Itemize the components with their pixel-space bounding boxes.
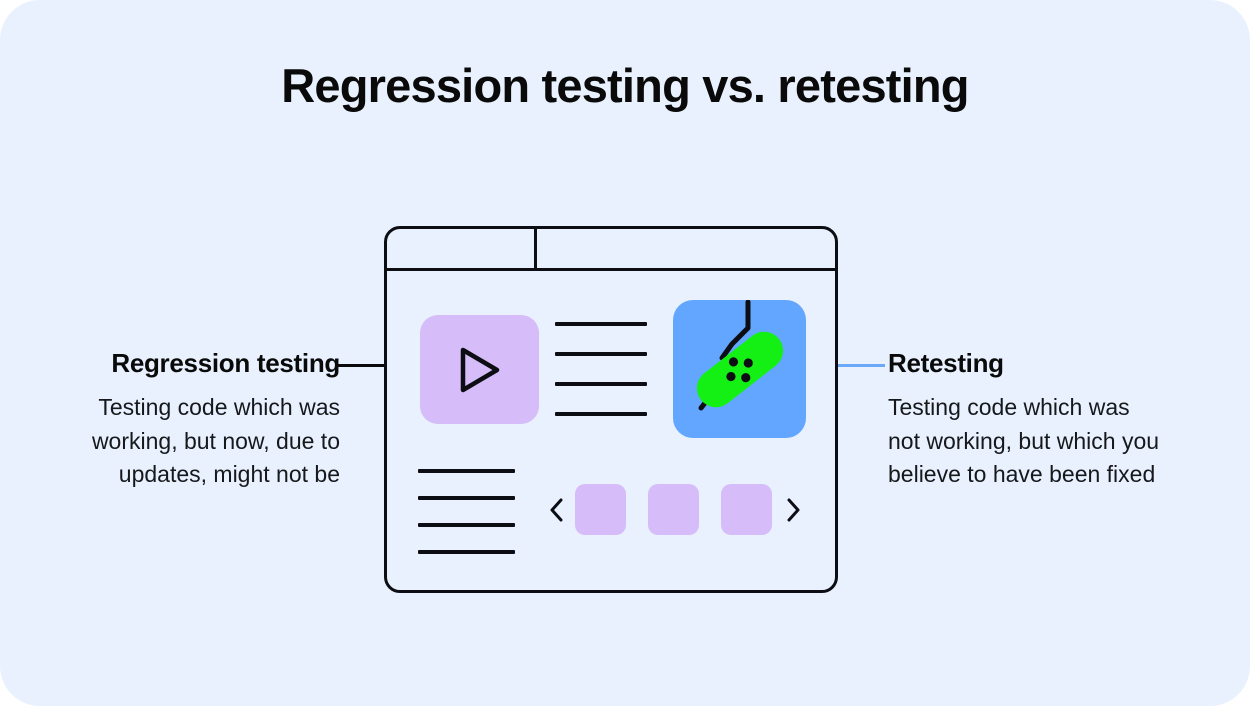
left-label-block: Regression testing Testing code which wa… [10,348,340,491]
crack-line-upper [719,300,751,361]
bandage-icon [696,300,784,411]
text-line [418,523,515,527]
left-description: Testing code which was working, but now,… [91,394,340,487]
text-line [418,496,515,500]
chevron-left-icon[interactable] [549,498,565,522]
page-title: Regression testing vs. retesting [281,59,969,112]
text-line [555,382,647,386]
bandage-body [696,331,784,408]
right-connector-line [801,364,885,367]
left-connector-line [337,364,389,367]
bug-fix-card[interactable] [673,300,806,438]
text-line [555,322,647,326]
browser-tab-bar [384,226,838,271]
carousel-thumbnail[interactable] [648,484,699,535]
left-heading: Regression testing [111,348,340,378]
text-line [555,352,647,356]
media-play-card[interactable] [420,315,539,424]
carousel-thumbnail[interactable] [721,484,772,535]
play-icon [460,347,499,392]
browser-window-illustration [384,226,838,593]
text-line [418,550,515,554]
right-description: Testing code which was not working, but … [888,394,1160,487]
bandage-dots [726,357,753,383]
right-heading: Retesting [888,348,1004,378]
thumbnail-carousel [549,484,801,544]
text-line [555,412,647,416]
chevron-right-icon[interactable] [785,498,801,522]
carousel-thumbnail[interactable] [575,484,626,535]
right-label-block: Retesting Testing code which was not wor… [888,348,1240,491]
text-line [418,469,515,473]
tab-divider [534,226,537,268]
